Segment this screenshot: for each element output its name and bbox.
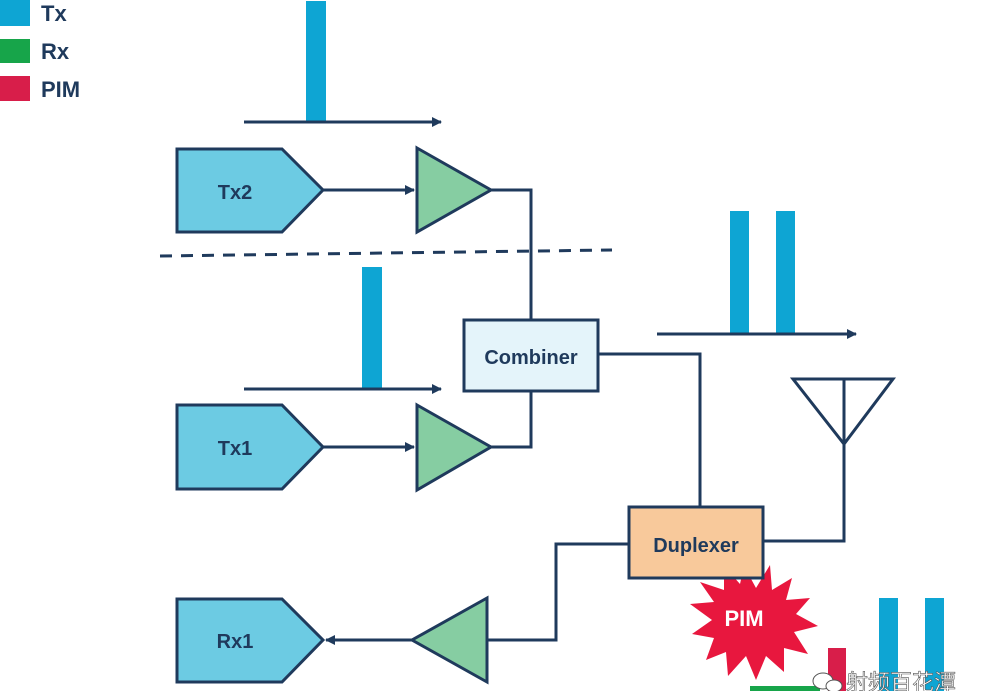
tx1-block: Tx1 [175,403,326,491]
output-spectrum-tx-bar-1 [879,598,898,691]
duplexer-label: Duplexer [653,535,739,557]
tx2-label: Tx2 [218,182,252,204]
legend-label-pim: PIM [41,77,80,102]
legend-item-rx: Rx [0,39,70,64]
legend-label-tx: Tx [41,1,67,26]
tx1-amp-to-combiner-line [491,391,533,449]
combiner-block: Combiner [462,318,600,393]
antenna-icon [789,377,897,447]
tx2-block: Tx2 [175,147,326,234]
duplexer-to-rx-amp-line [487,542,629,642]
combined-spectrum-bar-1 [730,211,749,333]
legend-swatch-tx [0,0,30,26]
pim-burst-label: PIM [724,606,763,631]
pim-burst: PIM [690,565,818,680]
duplexer-block: Duplexer [627,505,765,580]
separator-dashed-line [159,248,613,258]
rx1-label: Rx1 [217,631,254,653]
tx1-spectrum-bar [362,267,382,388]
tx2-amp-to-combiner-line [491,188,533,320]
combiner-to-duplexer-line [598,352,702,507]
output-spectrum-rx-bar [750,686,820,691]
combined-spectrum-bar-2 [776,211,795,333]
legend: Tx Rx PIM [0,0,80,102]
duplexer-to-antenna-line [763,444,846,543]
combined-spectrum [657,211,857,339]
tx2-spectrum [244,1,442,127]
rx1-amplifier [408,595,489,685]
legend-swatch-pim [0,76,30,101]
wechat-icon [812,672,843,691]
tx1-label: Tx1 [218,438,252,460]
combiner-label: Combiner [484,347,578,369]
watermark: 射频百花潭 [812,671,956,691]
legend-swatch-rx [0,39,30,63]
tx2-spectrum-bar [306,1,326,121]
legend-item-pim: PIM [0,76,80,102]
legend-label-rx: Rx [41,39,70,64]
tx1-spectrum [244,267,442,394]
tx2-amplifier [415,145,495,235]
output-spectrum-tx-bar-2 [925,598,944,691]
watermark-text: 射频百花潭 [846,671,956,691]
rx1-block: Rx1 [175,597,326,684]
tx1-amplifier [415,402,495,493]
legend-item-tx: Tx [0,0,67,26]
